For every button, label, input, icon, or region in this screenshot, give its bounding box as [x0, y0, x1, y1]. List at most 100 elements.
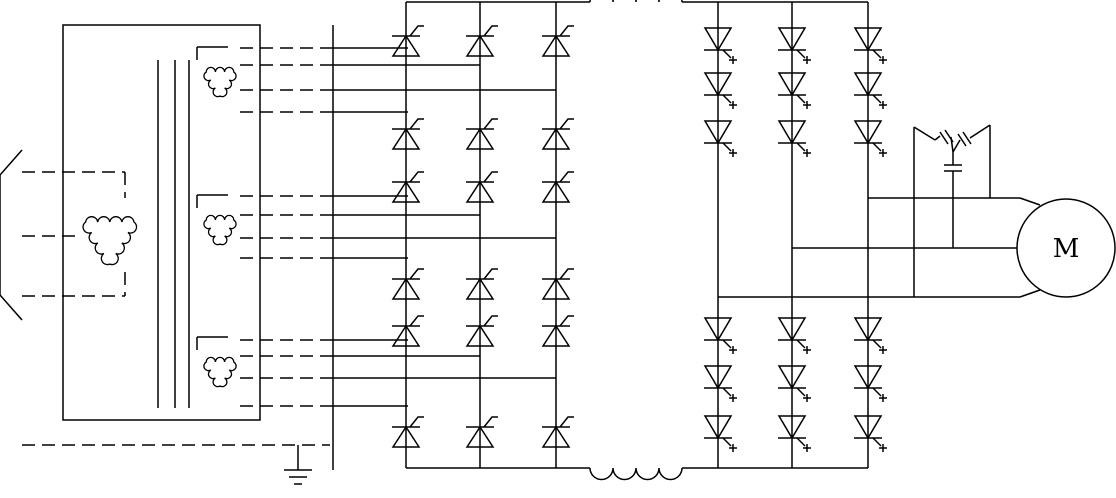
- thyristor-gate: [409, 315, 424, 327]
- transformer-frame: [62, 24, 261, 421]
- thyristor-gate: [409, 171, 424, 183]
- gto-icon: [703, 415, 737, 452]
- gto-gate: [722, 339, 732, 349]
- cap-plate: [934, 135, 941, 141]
- gto-gate: [722, 49, 732, 59]
- source-line: [0, 149, 23, 176]
- gto-triangle: [853, 72, 883, 97]
- thyristor-icon: [391, 416, 424, 448]
- thyristor-gate: [409, 268, 424, 280]
- thyristor-triangle: [541, 127, 571, 150]
- thyristor-icon: [391, 268, 424, 300]
- delta-winding-icon: [203, 66, 237, 98]
- delta-winding-icon: [203, 356, 237, 388]
- motor: M: [1016, 198, 1116, 298]
- thyristor-icon: [465, 25, 498, 57]
- motor-lead: [1019, 197, 1041, 206]
- gto-triangle: [853, 415, 883, 440]
- thyristor-triangle: [541, 180, 571, 203]
- gto-icon: [853, 72, 887, 109]
- thyristor-icon: [541, 416, 574, 448]
- thyristor-gate: [483, 171, 498, 183]
- thyristor-gate: [409, 118, 424, 130]
- thyristor-triangle: [541, 425, 571, 448]
- thyristor-icon: [541, 315, 574, 347]
- motor-label: M: [1053, 234, 1080, 264]
- thyristor-icon: [391, 118, 424, 150]
- gto-icon: [777, 120, 811, 157]
- thyristor-gate: [559, 25, 574, 37]
- cap-plate: [957, 133, 967, 147]
- thyristor-triangle: [465, 180, 495, 203]
- inductor-coil: [589, 0, 683, 3]
- capacitor-icon: [944, 164, 962, 172]
- gto-gate: [722, 387, 732, 397]
- thyristor-icon: [465, 268, 498, 300]
- thyristor-triangle: [465, 277, 495, 300]
- ground-icon: [284, 469, 312, 485]
- thyristor-gate: [483, 25, 498, 37]
- gto-icon: [703, 27, 737, 64]
- thyristor-icon: [391, 171, 424, 203]
- gto-gate: [872, 142, 882, 152]
- thyristor-gate: [559, 416, 574, 428]
- thyristor-triangle: [541, 324, 571, 347]
- gto-triangle: [777, 120, 807, 145]
- gto-triangle: [777, 415, 807, 440]
- gto-icon: [777, 72, 811, 109]
- thyristor-icon: [391, 25, 424, 57]
- thyristor-icon: [465, 315, 498, 347]
- thyristor-icon: [465, 171, 498, 203]
- thyristor-icon: [465, 416, 498, 448]
- delta-winding-icon: [82, 216, 138, 266]
- delta-winding-icon: [203, 214, 237, 246]
- thyristor-icon: [541, 171, 574, 203]
- thyristor-gate: [483, 416, 498, 428]
- gto-triangle: [777, 317, 807, 342]
- winding-coil: [203, 66, 237, 98]
- thyristor-icon: [541, 118, 574, 150]
- gto-gate: [722, 142, 732, 152]
- filter-lead: [969, 124, 991, 139]
- gto-triangle: [703, 317, 733, 342]
- thyristor-triangle: [391, 324, 421, 347]
- thyristor-triangle: [541, 277, 571, 300]
- thyristor-rectifier-bridges: [391, 1, 574, 469]
- thyristor-triangle: [465, 324, 495, 347]
- winding-coil: [82, 216, 138, 266]
- thyristor-triangle: [541, 34, 571, 57]
- input-source: [0, 149, 330, 485]
- thyristor-gate: [409, 416, 424, 428]
- thyristor-gate: [559, 118, 574, 130]
- thyristor-icon: [391, 315, 424, 347]
- output-capacitor-filter: [913, 124, 991, 297]
- gto-gate: [872, 339, 882, 349]
- gto-triangle: [853, 27, 883, 52]
- gto-gate: [796, 142, 806, 152]
- gto-icon: [703, 120, 737, 157]
- gto-triangle: [777, 365, 807, 390]
- cap-plate: [939, 131, 949, 145]
- gto-triangle: [703, 365, 733, 390]
- gto-icon: [777, 317, 811, 354]
- gto-triangle: [853, 120, 883, 145]
- capacitor-icon: [952, 131, 972, 153]
- gto-gate: [796, 339, 806, 349]
- gto-icon: [853, 365, 887, 402]
- gto-icon: [853, 317, 887, 354]
- gto-gate: [796, 437, 806, 447]
- thyristor-triangle: [391, 277, 421, 300]
- gto-icon: [853, 415, 887, 452]
- motor-lead: [1019, 289, 1041, 298]
- gto-icon: [853, 27, 887, 64]
- winding-coil: [203, 214, 237, 246]
- gto-gate: [722, 94, 732, 104]
- gto-gate: [872, 387, 882, 397]
- thyristor-gate: [559, 315, 574, 327]
- thyristor-gate: [559, 171, 574, 183]
- filter-lead: [950, 136, 954, 153]
- thyristor-gate: [483, 268, 498, 280]
- gto-icon: [703, 72, 737, 109]
- gto-triangle: [703, 415, 733, 440]
- thyristor-triangle: [465, 34, 495, 57]
